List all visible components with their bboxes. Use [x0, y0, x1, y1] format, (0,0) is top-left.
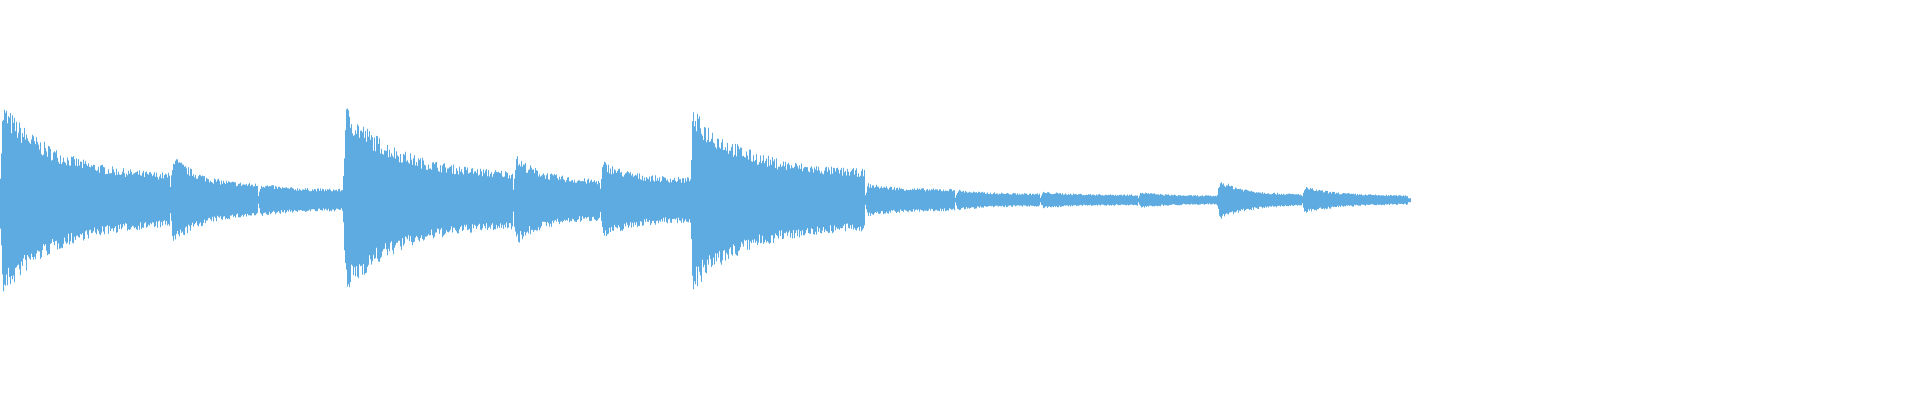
waveform-path — [0, 108, 1411, 292]
